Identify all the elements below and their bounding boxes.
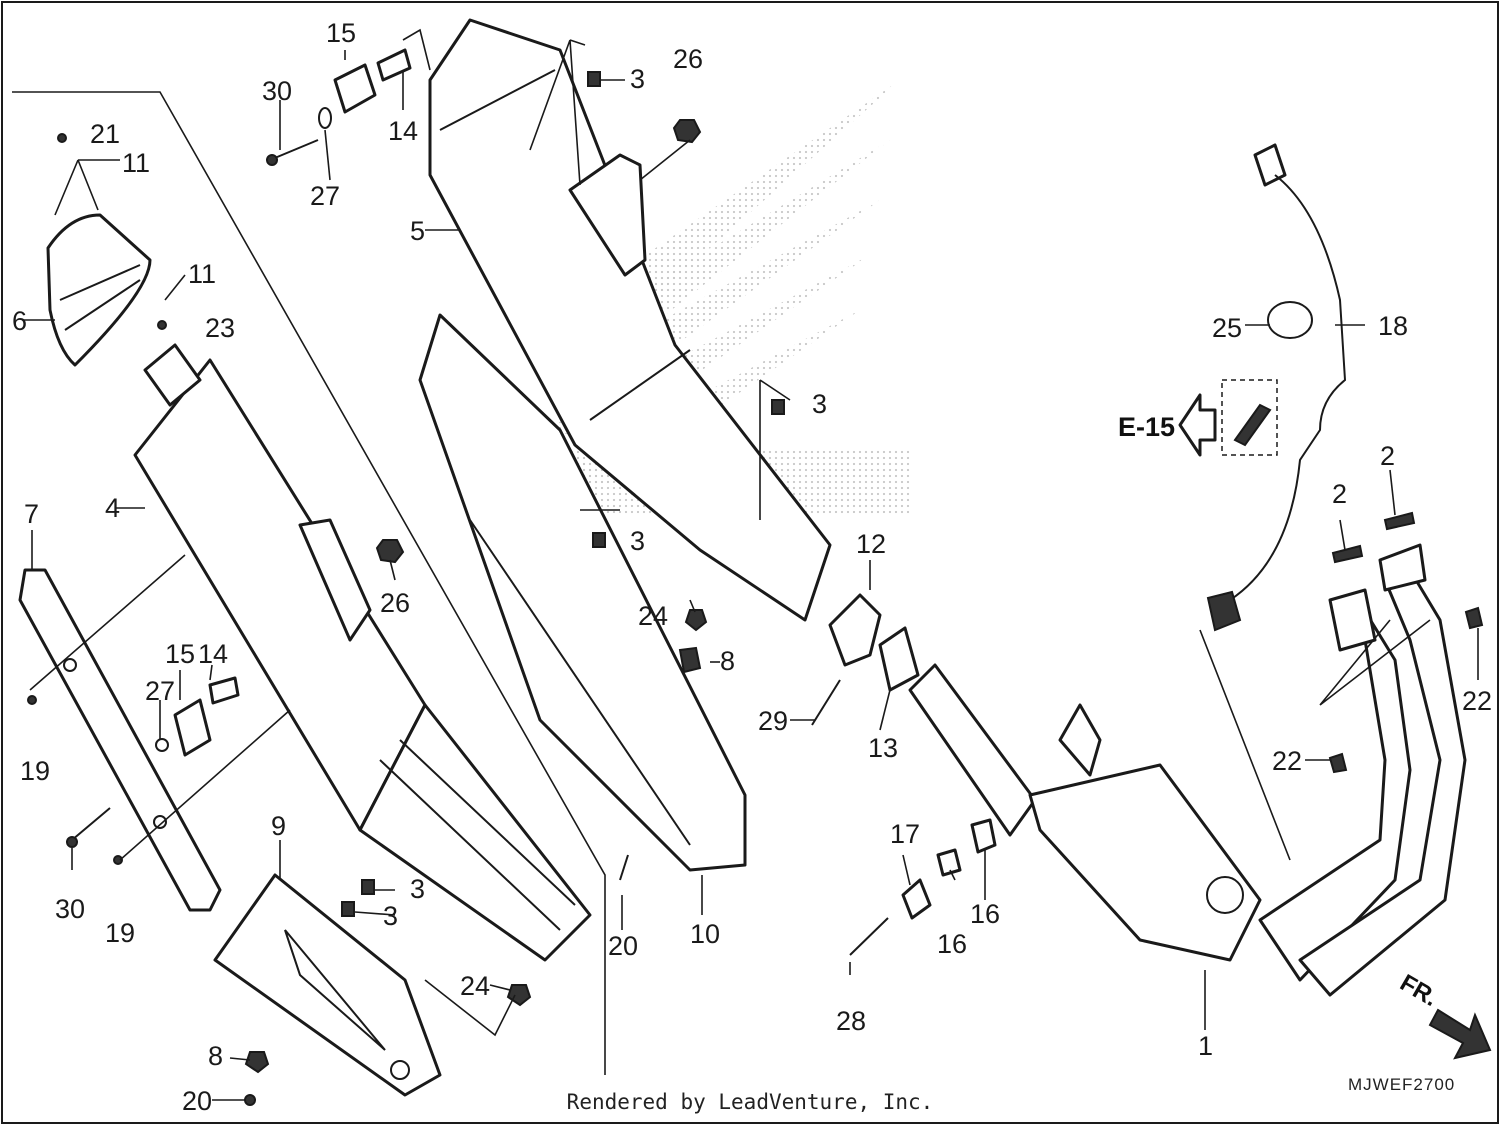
callout-8: 8 bbox=[720, 646, 735, 676]
front-direction-arrow: FR. bbox=[1395, 969, 1492, 1060]
callout-2: 2 bbox=[1332, 479, 1347, 509]
callout-19: 19 bbox=[20, 756, 50, 786]
callouts: 1 2 2 3 3 3 3 3 4 5 6 7 8 8 9 10 11 11 1… bbox=[12, 18, 1492, 1116]
callout-5: 5 bbox=[410, 216, 425, 246]
callout-20: 20 bbox=[182, 1086, 212, 1116]
reference-E-15-box bbox=[1178, 379, 1278, 457]
callout-26: 26 bbox=[380, 588, 410, 618]
callout-29: 29 bbox=[758, 706, 788, 736]
callout-3: 3 bbox=[383, 901, 398, 931]
callout-17: 17 bbox=[890, 819, 920, 849]
callout-30: 30 bbox=[55, 894, 85, 924]
callout-2: 2 bbox=[1380, 441, 1395, 471]
callout-21: 21 bbox=[90, 119, 120, 149]
callout-3: 3 bbox=[812, 389, 827, 419]
callout-11: 11 bbox=[122, 148, 150, 178]
callout-3: 3 bbox=[630, 526, 645, 556]
callout-20: 20 bbox=[608, 931, 638, 961]
part-4-muffler bbox=[133, 343, 592, 962]
callout-16: 16 bbox=[937, 929, 967, 959]
callout-3: 3 bbox=[410, 874, 425, 904]
footer-credit: Rendered by LeadVenture, Inc. bbox=[566, 1090, 934, 1114]
callout-9: 9 bbox=[271, 811, 286, 841]
hardware-fasteners bbox=[27, 48, 1484, 1106]
callout-24: 24 bbox=[638, 601, 668, 631]
part-25-clamp bbox=[1267, 301, 1313, 339]
leader-lines bbox=[22, 28, 1479, 1101]
part-9-protector bbox=[213, 873, 442, 1097]
part-10-muffler-cover bbox=[418, 313, 747, 872]
callout-30: 30 bbox=[262, 76, 292, 106]
callout-7: 7 bbox=[24, 499, 39, 529]
callout-10: 10 bbox=[690, 919, 720, 949]
callout-27: 27 bbox=[310, 181, 340, 211]
callout-28: 28 bbox=[836, 1006, 866, 1036]
callout-11: 11 bbox=[188, 259, 216, 289]
part-5-heat-shield bbox=[428, 18, 832, 622]
callout-1: 1 bbox=[1198, 1031, 1213, 1061]
reference-label: E-15 bbox=[1118, 412, 1175, 442]
part-1-exhaust-pipe bbox=[908, 543, 1467, 997]
callout-25: 25 bbox=[1212, 313, 1242, 343]
group-bracket-line bbox=[12, 91, 606, 1075]
callout-22: 22 bbox=[1272, 746, 1302, 776]
callout-15: 15 bbox=[326, 18, 356, 48]
callout-16: 16 bbox=[970, 899, 1000, 929]
part-6-muffler-end-cap bbox=[46, 213, 152, 367]
front-label: FR. bbox=[1395, 969, 1442, 1012]
callout-24: 24 bbox=[460, 971, 490, 1001]
callout-3: 3 bbox=[630, 64, 645, 94]
callout-14: 14 bbox=[198, 639, 228, 669]
callout-19: 19 bbox=[105, 918, 135, 948]
part-13-gasket bbox=[878, 626, 920, 692]
callout-8: 8 bbox=[208, 1041, 223, 1071]
diagram-code: MJWEF2700 bbox=[1348, 1075, 1456, 1094]
callout-14: 14 bbox=[388, 116, 418, 146]
callout-6: 6 bbox=[12, 306, 27, 336]
callout-4: 4 bbox=[105, 493, 120, 523]
callout-23: 23 bbox=[205, 313, 235, 343]
callout-12: 12 bbox=[856, 529, 886, 559]
callout-26: 26 bbox=[673, 44, 703, 74]
callout-18: 18 bbox=[1378, 311, 1408, 341]
part-12-gasket bbox=[828, 593, 882, 667]
part-18-o2-sensor bbox=[1206, 143, 1347, 632]
callout-15: 15 bbox=[165, 639, 195, 669]
callout-13: 13 bbox=[868, 733, 898, 763]
callout-27: 27 bbox=[145, 676, 175, 706]
callout-22: 22 bbox=[1462, 686, 1492, 716]
